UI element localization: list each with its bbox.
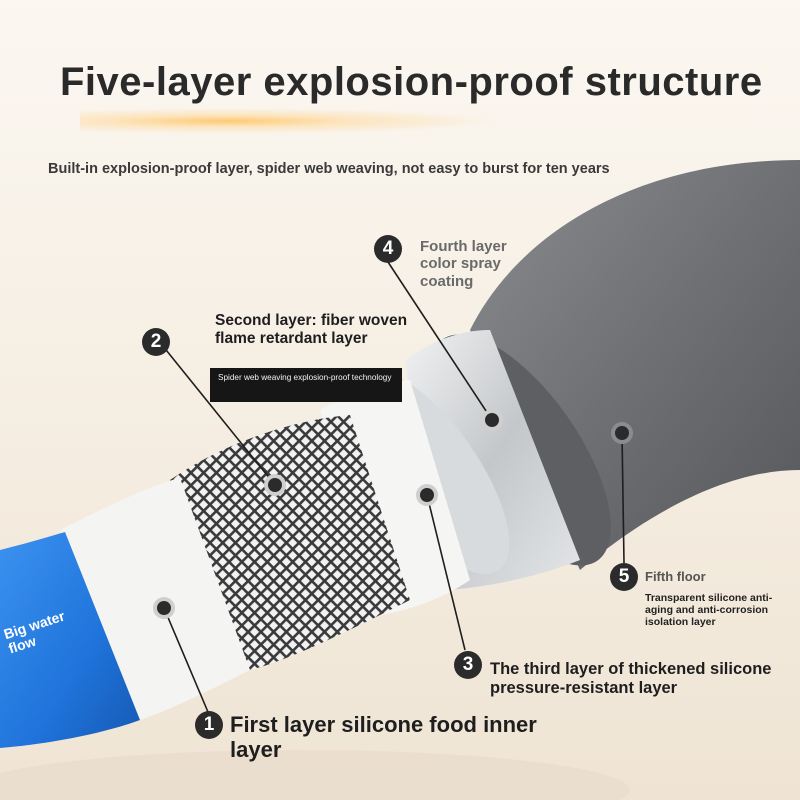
layer3-label: The third layer of thickened silicone pr… [490, 660, 772, 697]
layer1-label: First layer silicone food inner layer [230, 712, 537, 763]
leader-line-4 [387, 261, 493, 421]
fiber-mesh-layer [170, 415, 410, 670]
number-badge-icon-3: 3 [454, 651, 482, 679]
callout-dot-icon [420, 488, 434, 502]
number-badge-icon-2: 2 [142, 328, 170, 356]
callout-dot-icon [485, 413, 499, 427]
layer2-label: Second layer: fiber woven flame retardan… [215, 312, 408, 347]
number-badge-icon-4: 4 [374, 235, 402, 263]
callout-dots [153, 409, 633, 619]
callout-dot-icon [615, 426, 629, 440]
number-badge-icon-1: 1 [195, 711, 223, 739]
leader-line-3 [426, 494, 466, 651]
layer4-label: Fourth layer color spray coating [420, 238, 507, 290]
leader-line-2 [157, 339, 276, 486]
callout-dot-icon [268, 478, 282, 492]
title-glow [80, 108, 500, 134]
layer5-label: Transparent silicone anti-aging and anti… [645, 592, 773, 629]
page-subtitle: Built-in explosion-proof layer, spider w… [48, 161, 610, 177]
number-badge-icon-5: 5 [610, 563, 638, 591]
blue-core-layer [0, 532, 140, 748]
leader-line-1 [163, 607, 209, 713]
floor-reflection [0, 750, 630, 800]
layer2-tag: Spider web weaving explosion-proof techn… [210, 368, 402, 402]
leader-line-5 [621, 432, 625, 564]
callout-dot-icon [157, 601, 171, 615]
layer5-title: Fifth floor [645, 569, 706, 584]
page-title: Five-layer explosion-proof structure [60, 60, 763, 104]
white-inner-layer [60, 478, 250, 720]
leader-lines [157, 261, 625, 713]
